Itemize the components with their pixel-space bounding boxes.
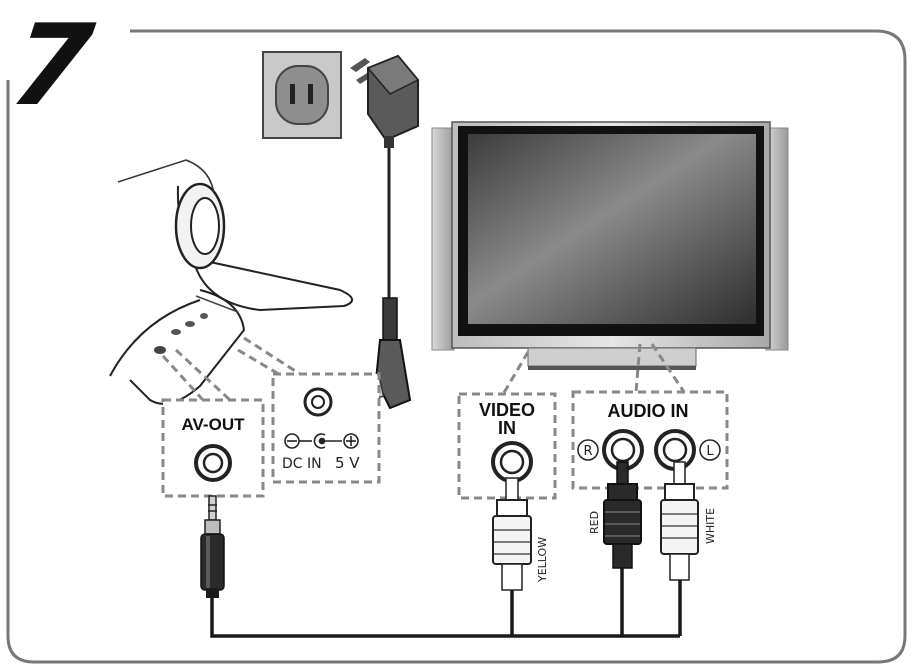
jack-plug-icon (201, 496, 224, 598)
ac-adapter-icon (350, 56, 418, 300)
channel-right-label: R (583, 444, 592, 459)
channel-right-marker: R (578, 440, 598, 460)
television-icon (432, 122, 788, 370)
video-in-label-line2: IN (498, 418, 516, 438)
cable-red-label: RED (588, 511, 601, 534)
channel-left-marker: L (700, 440, 720, 460)
power-outlet-icon (263, 52, 341, 138)
audio-in-callout: AUDIO IN R L (573, 392, 727, 488)
dc-in-label: DC IN (282, 456, 322, 472)
step-number-text: 7 (4, 1, 101, 131)
channel-left-label: L (706, 444, 714, 459)
dc-voltage-label: 5 V (335, 454, 360, 472)
dc-in-callout: DC IN 5 V (273, 374, 379, 482)
step-number: 7 (4, 1, 101, 131)
cable-white-label: WHITE (704, 508, 717, 544)
av-out-label: AV-OUT (182, 415, 246, 434)
video-in-label-line1: VIDEO (479, 400, 535, 420)
audio-in-label: AUDIO IN (608, 401, 689, 421)
portable-player-icon (110, 160, 352, 404)
cable-harness (212, 568, 680, 636)
av-out-callout: AV-OUT (163, 400, 263, 496)
cable-yellow-label: YELLOW (536, 537, 549, 583)
